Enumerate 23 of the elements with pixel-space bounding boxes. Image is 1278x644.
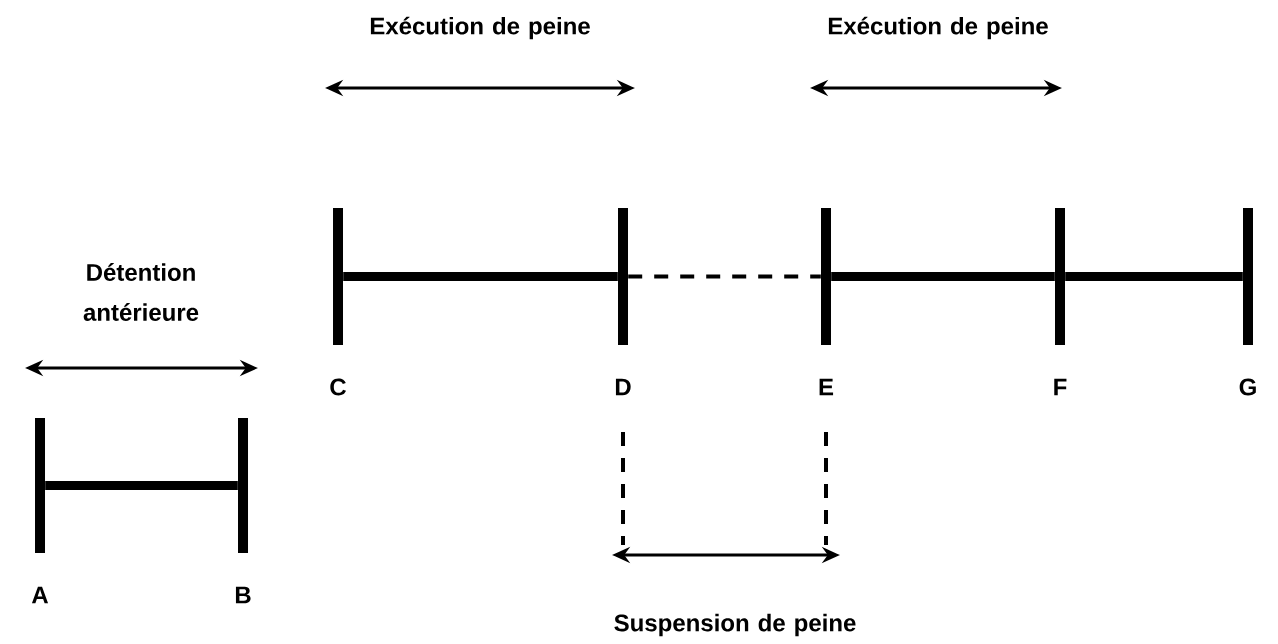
point-letter: D	[615, 378, 631, 396]
point-letter: C	[330, 378, 346, 396]
tick-mark	[1055, 208, 1065, 345]
tick-mark	[333, 208, 343, 345]
tick-mark	[821, 208, 831, 345]
period-label: Détention antérieure	[83, 263, 199, 321]
tick-mark	[618, 208, 628, 345]
point-letter: G	[1239, 378, 1256, 396]
tick-mark	[1243, 208, 1253, 345]
timeline-segment	[831, 272, 1055, 281]
timeline-segment	[45, 481, 238, 490]
period-label: Exécution de peine	[828, 16, 1048, 40]
period-label: Suspension de peine	[614, 613, 856, 637]
point-letter: A	[31, 586, 49, 604]
point-letter: F	[1054, 378, 1067, 396]
timeline-segment	[343, 272, 618, 281]
timeline-segment	[628, 274, 821, 279]
tick-mark	[238, 418, 248, 553]
period-label: Exécution de peine	[370, 16, 590, 40]
timeline-segment	[1065, 272, 1243, 281]
tick-mark	[35, 418, 45, 553]
point-letter: E	[819, 378, 834, 396]
point-letter: B	[235, 586, 251, 604]
